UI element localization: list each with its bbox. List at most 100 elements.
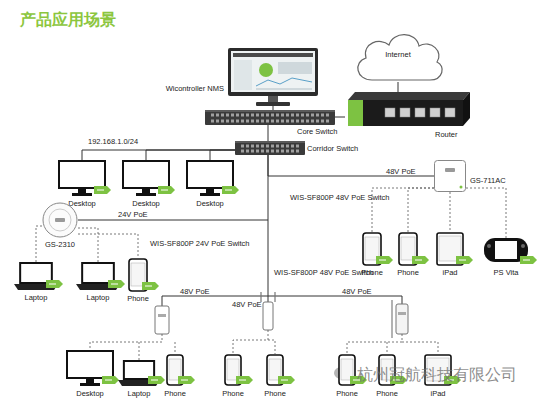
laptop-node: Laptop xyxy=(118,360,160,386)
drawing-rect xyxy=(281,145,284,148)
router-node: Router xyxy=(345,92,470,126)
drawing-rect xyxy=(246,114,249,117)
phone-icon xyxy=(266,354,284,386)
drawing-rect xyxy=(286,114,289,117)
drawing-rect xyxy=(276,150,279,153)
apceil-node: GS-2310 xyxy=(42,202,78,238)
laptop-icon xyxy=(118,360,160,386)
edge-label: 24V PoE xyxy=(118,210,148,219)
drawing-rect xyxy=(306,120,309,123)
drawing-path xyxy=(72,188,92,196)
desktop-node: Desktop xyxy=(66,350,114,386)
cable-connector xyxy=(398,82,399,92)
brand-badge xyxy=(236,376,253,384)
laptop-icon xyxy=(14,262,58,290)
drawing-rect xyxy=(256,120,259,123)
router-icon xyxy=(345,92,470,126)
node-label: Laptop xyxy=(87,293,110,302)
drawing-rect xyxy=(205,110,335,125)
wireless-link xyxy=(347,334,438,354)
drawing-rect xyxy=(296,120,299,123)
drawing-rect xyxy=(67,351,113,378)
node-label: Corridor Switch xyxy=(307,144,358,153)
badge-mark xyxy=(49,284,56,285)
drawing-circle xyxy=(487,244,491,248)
drawing-rect xyxy=(233,53,313,57)
drawing-rect xyxy=(221,120,224,123)
drawing-rect xyxy=(321,120,324,123)
apbox-icon xyxy=(434,160,466,192)
drawing-polygon xyxy=(348,92,470,100)
annotation-label: 192.168.1.0/24 xyxy=(88,137,138,147)
drawing-rect xyxy=(256,114,259,117)
node-label: Laptop xyxy=(128,389,151,398)
drawing-rect xyxy=(266,114,269,117)
drawing-rect xyxy=(276,145,279,148)
drawing-rect xyxy=(348,100,463,126)
drawing-rect xyxy=(271,150,274,153)
cable-connector xyxy=(146,150,235,160)
drawing-rect xyxy=(316,114,319,117)
drawing-rect xyxy=(281,150,284,153)
node-label: Desktop xyxy=(196,199,224,208)
drawing-path xyxy=(256,78,312,86)
phone-node: Phone xyxy=(224,354,242,386)
apbox-node: GS-711AC xyxy=(434,160,466,192)
phone-icon xyxy=(362,232,382,266)
drawing-rect xyxy=(276,114,279,117)
wireless-connector xyxy=(408,188,434,232)
watermark-text: 杭州冠航科技有限公司 xyxy=(357,366,517,384)
outdoor-ap xyxy=(396,304,408,334)
drawing-rect xyxy=(445,108,455,117)
node-label: Phone xyxy=(336,389,358,398)
badge-mark xyxy=(379,260,386,261)
drawing-rect xyxy=(435,161,466,192)
phone-icon xyxy=(398,232,418,266)
node-label: Phone xyxy=(264,389,286,398)
laptop-node: Laptop xyxy=(14,262,58,290)
node-label: Core Switch xyxy=(297,127,337,136)
desktop-icon xyxy=(186,160,234,196)
monitor-icon xyxy=(228,48,318,106)
drawing-rect xyxy=(221,114,224,117)
node-label: iPad xyxy=(442,268,457,277)
badge-mark xyxy=(459,260,466,261)
ap-pole xyxy=(391,300,393,338)
node-label: Desktop xyxy=(68,199,96,208)
brand-badge xyxy=(108,280,125,288)
drawing-rect xyxy=(291,114,294,117)
drawing-rect xyxy=(385,108,395,117)
drawing-path xyxy=(200,188,220,196)
badge-mark xyxy=(415,260,422,261)
brand-badge xyxy=(278,376,295,384)
drawing-path xyxy=(136,188,156,196)
drawing-path xyxy=(358,35,442,80)
switch-icon xyxy=(205,110,335,125)
desktop-icon xyxy=(58,160,106,196)
phone-node: Phone xyxy=(398,232,418,266)
phone-node: Phone xyxy=(266,354,284,386)
drawing-rect xyxy=(246,145,249,148)
ipad-node: iPad xyxy=(436,232,464,266)
drawing-rect xyxy=(205,110,335,112)
drawing-rect xyxy=(301,114,304,117)
drawing-rect xyxy=(261,145,264,148)
desktop-node: Desktop xyxy=(122,160,170,196)
psvita-node: PS Vita xyxy=(484,238,528,262)
bus-wire xyxy=(162,296,402,306)
drawing-rect xyxy=(271,145,274,148)
badge-mark xyxy=(281,380,288,381)
laptop-node: Laptop xyxy=(76,262,120,290)
drawing-circle xyxy=(259,63,273,77)
drawing-rect xyxy=(236,114,239,117)
drawing-rect xyxy=(256,145,259,148)
cable-connector xyxy=(78,155,268,220)
node-label: Router xyxy=(435,130,458,139)
drawing-rect xyxy=(316,120,319,123)
drawing-rect xyxy=(226,114,229,117)
wireless-connector xyxy=(466,188,506,238)
laptop-icon xyxy=(76,262,120,290)
node-label: Phone xyxy=(222,389,244,398)
brand-badge xyxy=(148,376,165,384)
